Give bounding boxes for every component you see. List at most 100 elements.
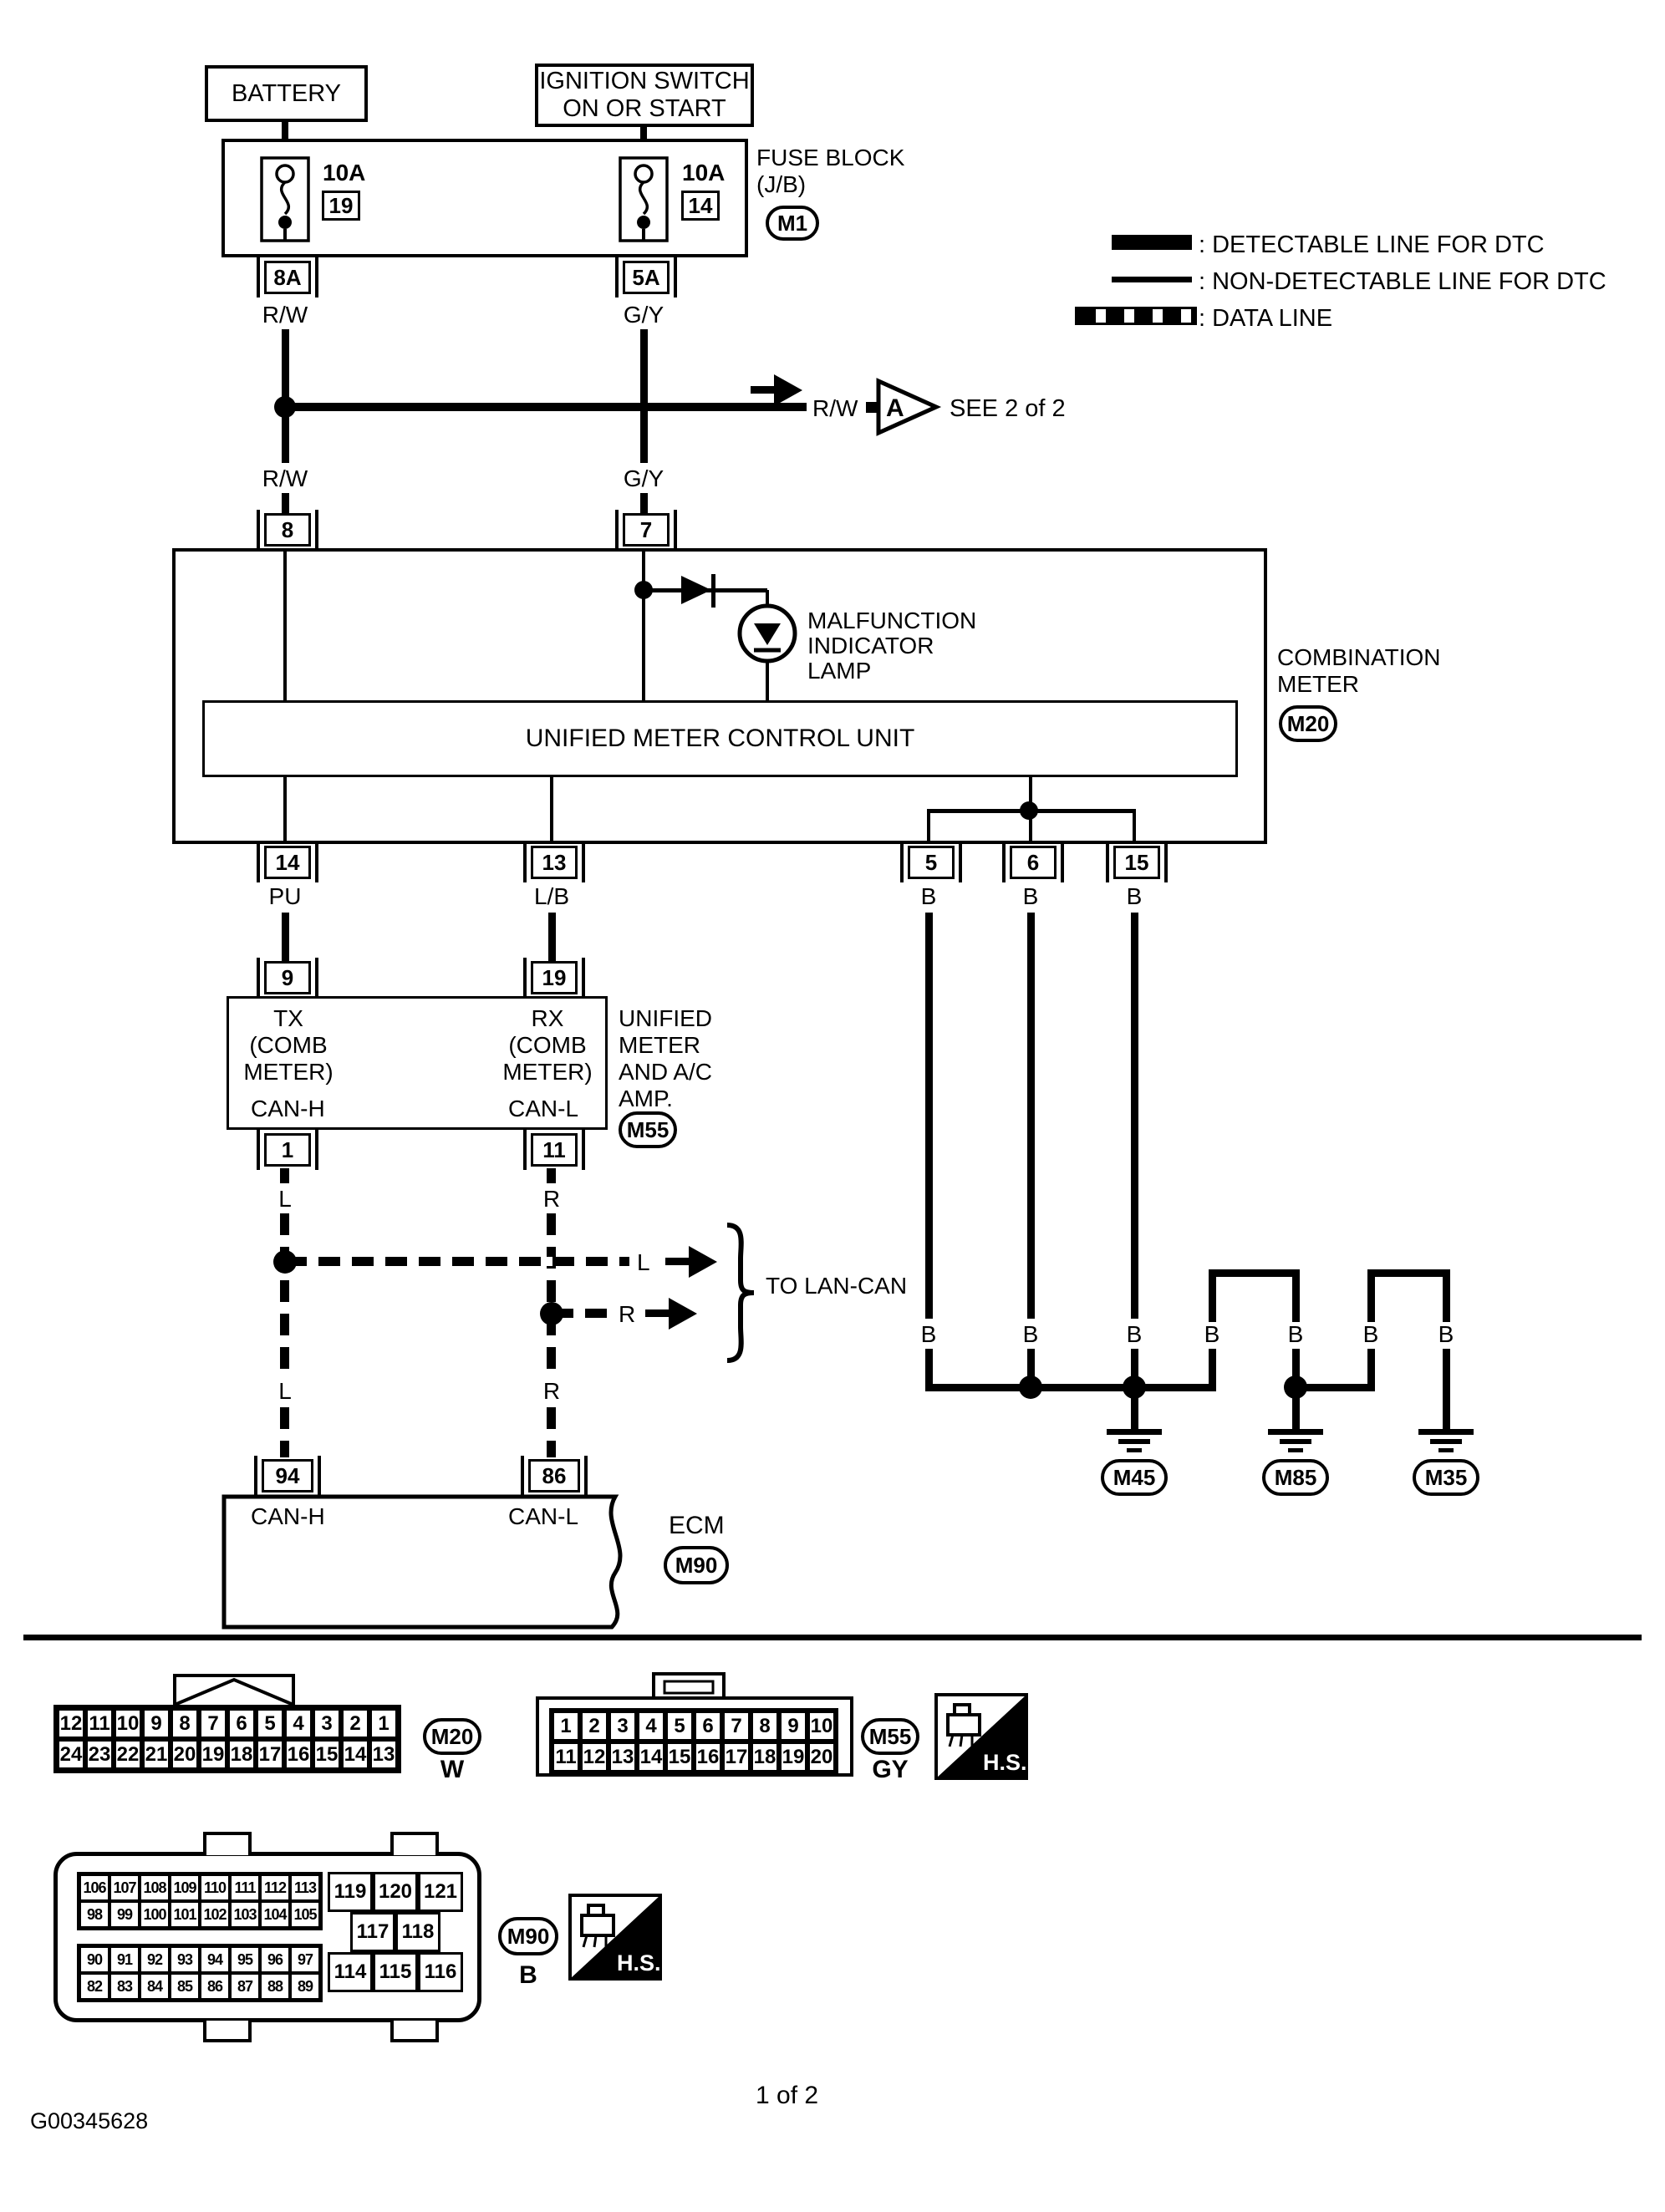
- ground-bus-wire: [1296, 1384, 1374, 1391]
- pin-cell: 96: [260, 1946, 290, 1973]
- ground-bus-wire: [925, 1384, 1216, 1391]
- internal-wire: [550, 777, 553, 844]
- pin-cell: 2: [580, 1711, 608, 1742]
- section-divider: [23, 1635, 1642, 1640]
- amp-side-label-4: AMP.: [619, 1086, 673, 1111]
- m90-color-code: B: [519, 1961, 537, 1989]
- pin-cell: 3: [608, 1711, 637, 1742]
- pin-cell: 7: [722, 1711, 751, 1742]
- m55-color-code: GY: [872, 1756, 909, 1783]
- pin-cell: 115: [373, 1952, 418, 1992]
- diode-bar-icon: [711, 574, 715, 608]
- fuse-icon: [260, 156, 310, 242]
- hs-view-icon: H.S.: [934, 1693, 1028, 1780]
- pin-cell: 6: [227, 1708, 256, 1739]
- combination-meter-label-2: METER: [1277, 671, 1359, 697]
- ground-drop-wire: [1292, 1387, 1300, 1429]
- ground-icon: [1430, 1439, 1462, 1444]
- ecm-label: ECM: [669, 1512, 725, 1539]
- legend-nondetectable-swatch: [1112, 277, 1192, 282]
- bridge-wire: [1209, 1349, 1216, 1391]
- wire-label-gy: G/Y: [623, 465, 664, 491]
- amp-tx-label-3: METER): [243, 1059, 334, 1085]
- pin-cell: 20: [171, 1739, 199, 1770]
- ground-drop-wire: [1131, 1387, 1138, 1429]
- pin-cell: 14: [637, 1742, 665, 1772]
- amp-rx-label: RX: [531, 1005, 564, 1031]
- internal-wire: [283, 552, 287, 700]
- unified-meter-amp-box: [227, 996, 608, 1130]
- connector-id-m20-view: M20: [423, 1718, 481, 1755]
- amp-side-label-3: AND A/C: [619, 1059, 713, 1085]
- pin-cell: 121: [418, 1872, 463, 1912]
- arrow-tail: [665, 1258, 689, 1265]
- connector-pin-14: 14: [257, 842, 318, 882]
- wire-label-b: B: [1287, 1321, 1304, 1347]
- connector-pin-15: 15: [1106, 842, 1168, 882]
- pin-cell: 118: [395, 1912, 440, 1952]
- can-h-data-line: [280, 1213, 289, 1376]
- m90-tab: [390, 1832, 439, 1855]
- ecm-canl-label: CAN-L: [508, 1503, 579, 1529]
- internal-wire: [642, 552, 645, 700]
- wire-label-l: L: [278, 1186, 292, 1212]
- fuse1-number-box: 19: [322, 191, 360, 221]
- connector-id-m55: M55: [619, 1111, 677, 1148]
- m20-color-code: W: [440, 1756, 465, 1783]
- pin-cell: 90: [79, 1946, 109, 1973]
- b-ground-wire: [1027, 1349, 1035, 1391]
- see-ref-wire-label: R/W: [812, 395, 858, 421]
- wire-label-b: B: [1022, 883, 1039, 909]
- wire-label-l: L: [278, 1378, 292, 1404]
- can-l-data-line: [547, 1407, 556, 1457]
- to-lan-can-label: TO LAN-CAN: [766, 1273, 908, 1299]
- pin-cell: 116: [418, 1952, 463, 1992]
- pin-cell: 22: [114, 1739, 142, 1770]
- pin-cell: 5: [256, 1708, 284, 1739]
- can-l-data-line: [547, 1168, 556, 1183]
- right-arrow-icon: [669, 1298, 697, 1330]
- pin-cell: 19: [779, 1742, 807, 1772]
- pin-cell: 113: [290, 1874, 320, 1901]
- pin-cell: 12: [57, 1708, 85, 1739]
- pin-cell: 21: [142, 1739, 171, 1770]
- connector-id-m90: M90: [664, 1546, 729, 1584]
- m55-latch-icon: [652, 1672, 726, 1700]
- wire-label-rw: R/W: [262, 465, 308, 491]
- pin-cell: 14: [341, 1739, 369, 1770]
- wire-label-b: B: [1438, 1321, 1454, 1347]
- rw-branch-wire: [282, 403, 807, 411]
- lan-r-label: R: [619, 1301, 636, 1327]
- b-ground-wire: [1131, 913, 1138, 1319]
- mil-label-2: INDICATOR: [807, 633, 934, 659]
- wire-label-r: R: [542, 1378, 561, 1404]
- ground-icon: [1418, 1429, 1474, 1435]
- ecm-canh-label: CAN-H: [251, 1503, 325, 1529]
- pin-cell: 5: [665, 1711, 694, 1742]
- pin-cell: 117: [350, 1912, 395, 1952]
- ground-icon: [1118, 1439, 1150, 1444]
- pin-cell: 106: [79, 1874, 109, 1901]
- fuse-block-subtitle: (J/B): [756, 171, 807, 197]
- pin-cell: 112: [260, 1874, 290, 1901]
- legend-detectable-swatch: [1112, 235, 1192, 250]
- connector-id-m55-view: M55: [861, 1718, 919, 1755]
- pin-cell: 3: [313, 1708, 341, 1739]
- bridge-wire: [1209, 1277, 1216, 1322]
- brace-icon: [726, 1223, 755, 1363]
- pin-cell: 13: [369, 1739, 398, 1770]
- pin-cell: 119: [328, 1872, 373, 1912]
- fuse-block-title: FUSE BLOCK: [756, 145, 905, 170]
- pin-cell: 85: [170, 1973, 200, 2000]
- amp-rx-label-2: (COMB: [508, 1032, 587, 1058]
- connector-pin-6: 6: [1002, 842, 1064, 882]
- pin-cell: 107: [109, 1874, 140, 1901]
- ground-icon: [1438, 1448, 1454, 1452]
- junction-dot: [1020, 801, 1038, 820]
- pin-cell: 91: [109, 1946, 140, 1973]
- connector-id-m20: M20: [1279, 705, 1337, 742]
- combination-meter-box: [172, 548, 1267, 844]
- connector-pin-8: 8: [257, 510, 318, 550]
